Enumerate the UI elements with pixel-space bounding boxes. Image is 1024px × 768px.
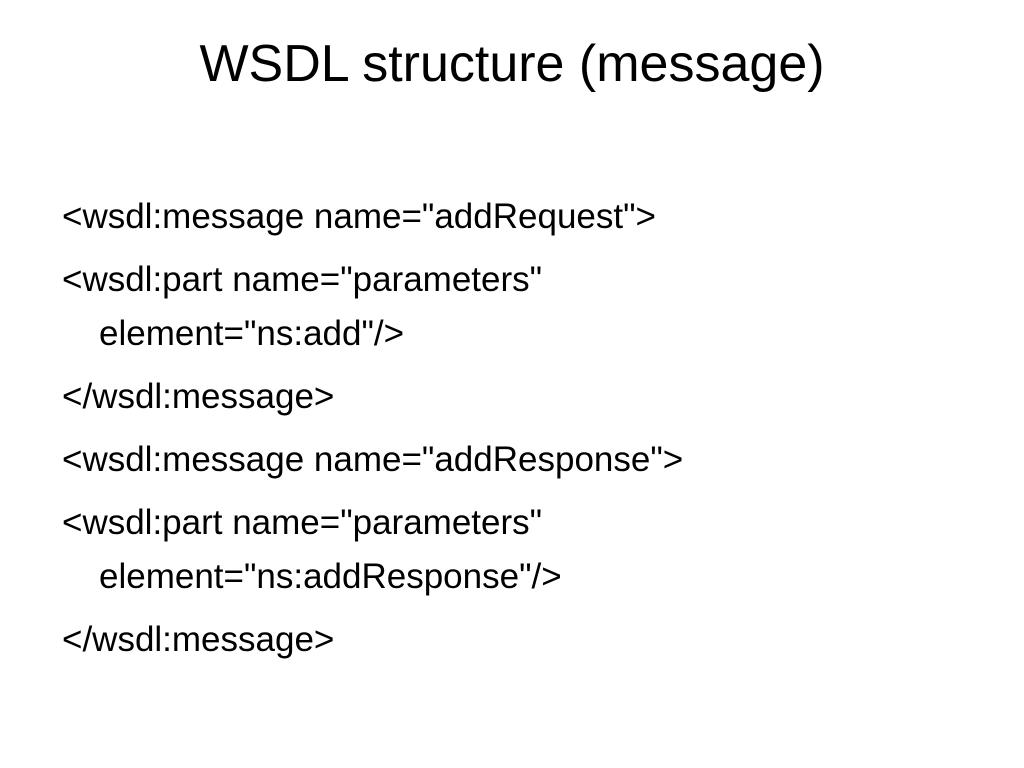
code-line-text: <wsdl:message name="addRequest"> (62, 197, 656, 236)
code-line-text: </wsdl:message> (62, 377, 335, 416)
code-line-message-add-response-open: <wsdl:message name="addResponse"> (62, 433, 992, 487)
code-line-message-add-response-close: </wsdl:message> (62, 613, 992, 667)
code-line-text: <wsdl:message name="addResponse"> (62, 440, 684, 479)
code-line-part-add-response: <wsdl:part name="parameters" element="ns… (62, 496, 992, 604)
code-line-part-add-request: <wsdl:part name="parameters" element="ns… (62, 253, 992, 361)
code-line-message-add-request-open: <wsdl:message name="addRequest"> (62, 190, 992, 244)
code-line-text: </wsdl:message> (62, 620, 335, 659)
code-line-text: <wsdl:part name="parameters" (62, 260, 543, 299)
code-line-continuation: element="ns:add"/> (99, 314, 405, 353)
slide-title: WSDL structure (message) (199, 35, 825, 93)
code-line-text: <wsdl:part name="parameters" (62, 503, 543, 542)
code-line-continuation: element="ns:addResponse"/> (99, 557, 562, 596)
code-lines: <wsdl:message name="addRequest"> <wsdl:p… (62, 190, 992, 676)
code-line-message-add-request-close: </wsdl:message> (62, 370, 992, 424)
